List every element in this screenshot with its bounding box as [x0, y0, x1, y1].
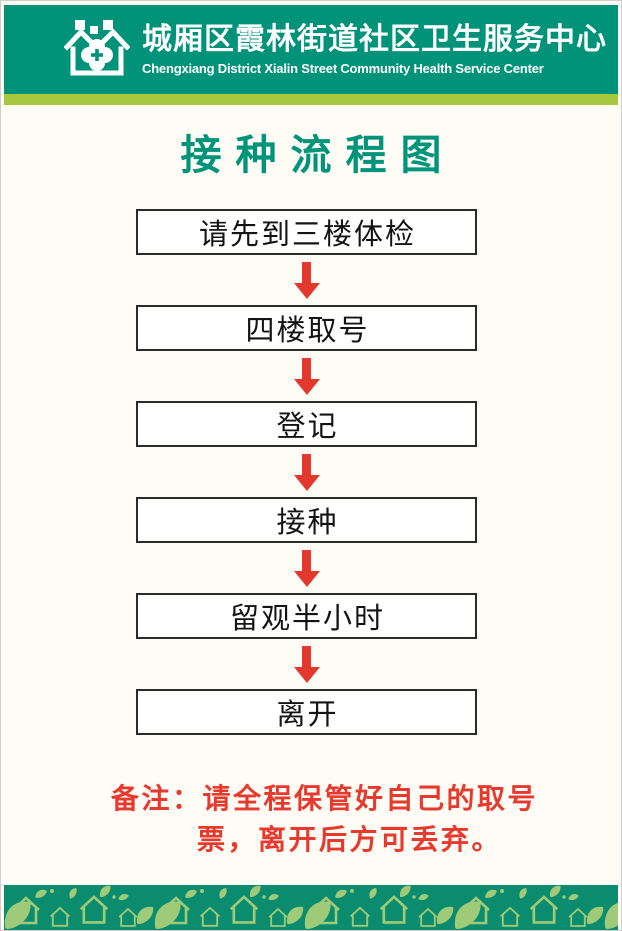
note-line-1: 备注：请全程保管好自己的取号 — [111, 783, 539, 814]
down-arrow-icon — [293, 549, 320, 587]
flow-step-box-1: 请先到三楼体检 — [136, 209, 477, 255]
note-text: 备注：请全程保管好自己的取号 票，离开后方可丢弃。 — [111, 778, 538, 860]
flow-step-box-5: 留观半小时 — [136, 593, 477, 639]
org-name-zh: 城厢区霞林街道社区卫生服务中心 — [142, 23, 607, 57]
flow-step-label: 离开 — [276, 699, 339, 731]
down-arrow-icon — [293, 261, 320, 299]
flow-step-label: 四楼取号 — [245, 315, 370, 347]
header-banner: 城厢区霞林街道社区卫生服务中心 Chengxiang District Xial… — [4, 5, 618, 94]
houses-and-leaves-pattern-icon — [4, 885, 618, 930]
header-accent-stripe — [4, 94, 618, 105]
flow-step-box-3: 登记 — [136, 401, 477, 447]
twin-house-clover-logo-icon — [64, 19, 130, 75]
flow-step-label: 留观半小时 — [229, 603, 385, 635]
flow-chart: 请先到三楼体检 四楼取号 登记 接种 — [136, 209, 477, 735]
flow-step-label: 请先到三楼体检 — [198, 219, 416, 251]
down-arrow-icon — [293, 357, 320, 395]
down-arrow-icon — [293, 645, 320, 683]
note-line-2: 票，离开后方可丢弃。 — [197, 824, 503, 855]
flow-step-box-4: 接种 — [136, 497, 477, 543]
header-text: 城厢区霞林街道社区卫生服务中心 Chengxiang District Xial… — [142, 23, 607, 76]
flow-step-label: 接种 — [276, 507, 339, 539]
page-title: 接种流程图 — [180, 132, 456, 178]
org-name-en: Chengxiang District Xialin Street Commun… — [142, 60, 544, 76]
flow-step-box-2: 四楼取号 — [136, 305, 477, 351]
down-arrow-icon — [293, 453, 320, 491]
footer-banner — [4, 885, 618, 930]
flow-step-box-6: 离开 — [136, 689, 477, 735]
flow-step-label: 登记 — [276, 411, 339, 443]
